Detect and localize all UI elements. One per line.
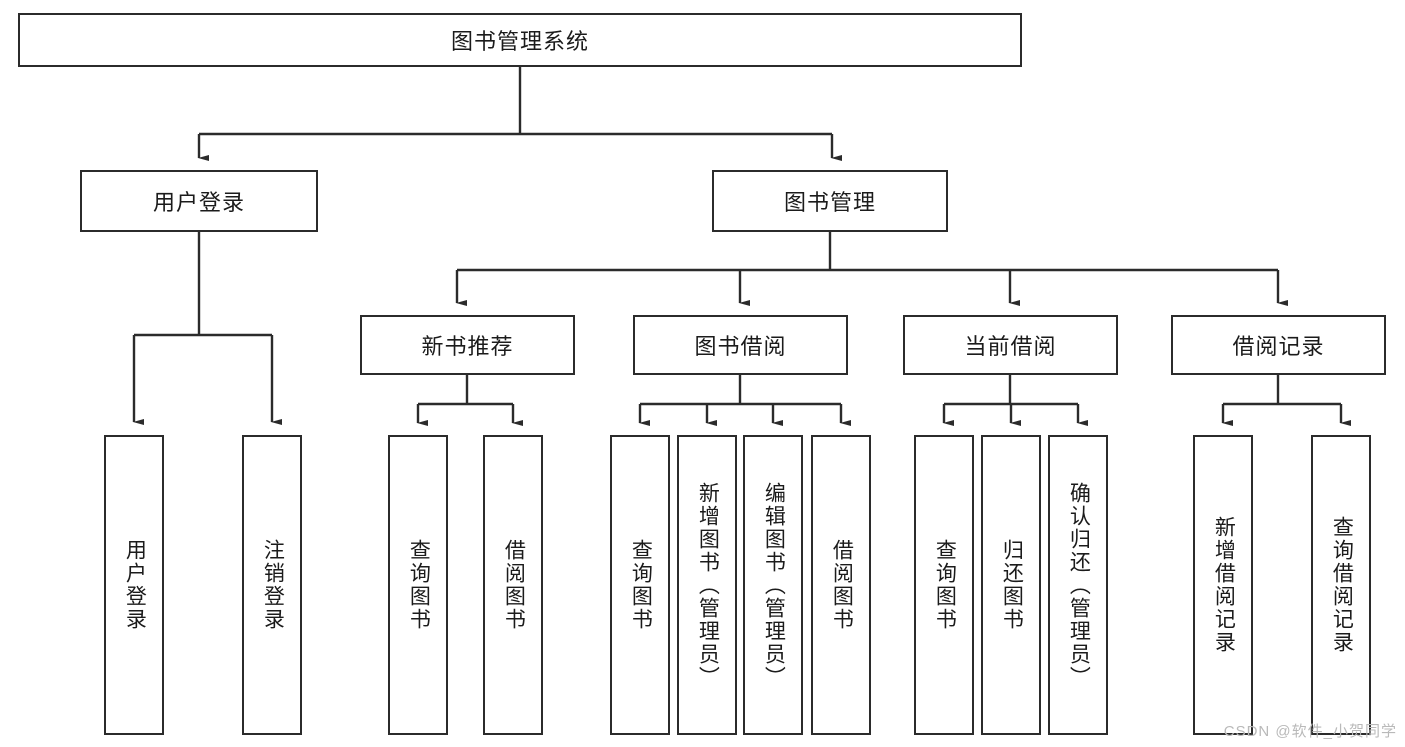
leaf-new-book-borrow[interactable]: 借阅图书: [483, 435, 543, 735]
node-label: 用户登录: [123, 539, 147, 631]
leaf-current-confirm-return-admin[interactable]: 确认归还（管理员）: [1048, 435, 1108, 735]
node-label: 确认归还（管理员）: [1067, 481, 1091, 689]
node-label: 借阅记录: [1232, 334, 1325, 359]
node-book-borrow[interactable]: 图书借阅: [633, 315, 848, 375]
node-label: 用户登录: [152, 190, 245, 215]
node-new-book-recommend[interactable]: 新书推荐: [360, 315, 575, 375]
node-borrow-record[interactable]: 借阅记录: [1171, 315, 1386, 375]
node-label: 查询图书: [933, 539, 957, 631]
node-user-login[interactable]: 用户登录: [80, 170, 318, 232]
node-label: 图书借阅: [694, 334, 787, 359]
node-label: 新增借阅记录: [1212, 516, 1236, 654]
node-label: 归还图书: [1000, 539, 1024, 631]
node-label: 编辑图书（管理员）: [762, 481, 786, 689]
leaf-user-login-login[interactable]: 用户登录: [104, 435, 164, 735]
leaf-record-query[interactable]: 查询借阅记录: [1311, 435, 1371, 735]
node-current-borrow[interactable]: 当前借阅: [903, 315, 1118, 375]
leaf-borrow-query-book[interactable]: 查询图书: [610, 435, 670, 735]
node-label: 注销登录: [261, 539, 285, 631]
node-label: 借阅图书: [830, 539, 854, 631]
leaf-borrow-borrow-book[interactable]: 借阅图书: [811, 435, 871, 735]
leaf-record-add[interactable]: 新增借阅记录: [1193, 435, 1253, 735]
leaf-user-login-logout[interactable]: 注销登录: [242, 435, 302, 735]
node-label: 查询图书: [629, 539, 653, 631]
node-label: 图书管理: [783, 190, 876, 215]
node-label: 新书推荐: [421, 334, 514, 359]
node-label: 新增图书（管理员）: [696, 481, 720, 689]
node-label: 当前借阅: [964, 334, 1057, 359]
leaf-current-return-book[interactable]: 归还图书: [981, 435, 1041, 735]
node-label: 图书管理系统: [450, 29, 589, 54]
leaf-new-book-query[interactable]: 查询图书: [388, 435, 448, 735]
node-label: 查询图书: [407, 539, 431, 631]
node-label: 查询借阅记录: [1330, 516, 1354, 654]
node-book-management[interactable]: 图书管理: [712, 170, 948, 232]
leaf-current-query-book[interactable]: 查询图书: [914, 435, 974, 735]
node-label: 借阅图书: [502, 539, 526, 631]
leaf-borrow-add-book-admin[interactable]: 新增图书（管理员）: [677, 435, 737, 735]
leaf-borrow-edit-book-admin[interactable]: 编辑图书（管理员）: [743, 435, 803, 735]
node-root-system[interactable]: 图书管理系统: [18, 13, 1022, 67]
